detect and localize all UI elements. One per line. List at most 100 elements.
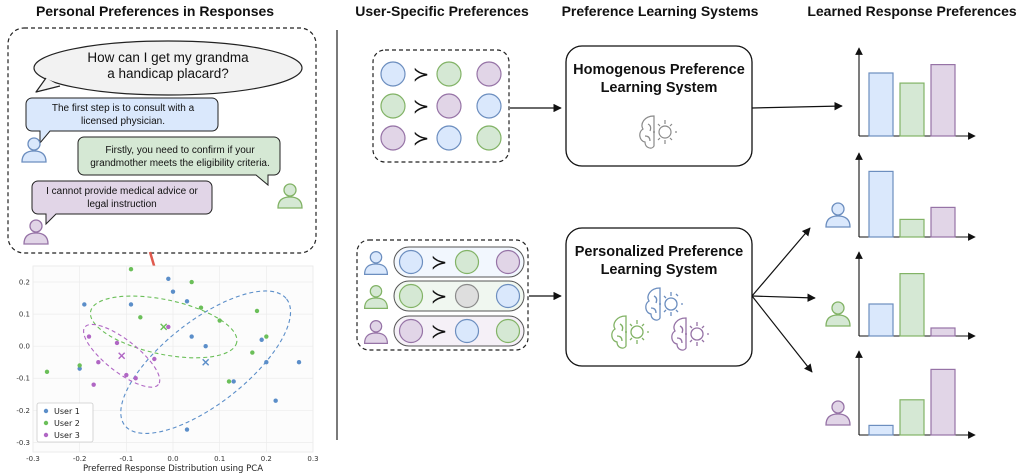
scatter-point-user-1 [184,427,190,432]
bar-blue [868,424,894,436]
learned-chart-shared [855,47,976,140]
y-tick-label: -0.2 [16,407,30,415]
question-bubble: How can I get my grandma a handicap plac… [33,40,303,96]
scatter-point-user-3 [86,334,92,339]
scatter-point-user-2 [250,350,255,355]
legend-label-user-2: User 2 [54,419,80,428]
response-circle-green [495,318,521,344]
learned-response-charts [825,47,976,439]
user-3-icon [825,400,851,426]
scatter-point-user-3 [96,360,101,365]
scatter-point-user-2 [189,279,194,285]
heading-preference-learning-systems: Preference Learning Systems [562,3,759,19]
response-2-line-1: Firstly, you need to confirm if your [105,145,255,156]
x-tick-label: 0.2 [261,455,272,463]
preferred-over-symbol: ≻ [431,250,448,274]
heading-learned-response-preferences: Learned Response Preferences [807,3,1017,19]
homogenous-title-line-2: Learning System [601,80,718,96]
scatter-point-user-1 [184,299,190,304]
scatter-point-user-2 [138,315,143,320]
centroid-marker-user-2 [160,323,168,331]
learned-chart-user-3 [825,350,976,439]
response-circle-blue [495,283,521,309]
scatter-point-user-1 [273,398,278,403]
response-circle-purple [436,93,462,119]
x-tick-label: -0.1 [119,455,133,463]
gear-brain-purple-icon [671,317,709,351]
question-line-1: How can I get my grandma [87,50,249,65]
plot-legend: User 1 User 2 User 3 [36,402,94,443]
scatter-point-user-3 [114,340,120,346]
confidence-ellipse-user-3 [83,323,161,388]
scatter-point-user-1 [203,343,208,349]
user-1-icon [21,137,47,163]
user-2-icon [363,284,389,310]
personal-preferences-frame [356,239,529,351]
bar-green [899,82,925,137]
scatter-point-user-3 [91,382,96,387]
scatter-point-user-2 [217,318,222,323]
scatter-point-user-3 [124,372,129,378]
arrow-to-shared-chart [751,101,843,111]
bar-purple [930,327,956,337]
x-tick-label: -0.2 [73,455,87,463]
response-bubble-user-1: The first step is to consult with a lice… [25,97,219,145]
x-axis-label: Preferred Response Distribution using PC… [83,464,263,474]
response-3-line-1: I cannot provide medical advice or [46,186,198,197]
scatter-point-user-1 [77,366,82,371]
x-tick-label: 0.3 [307,455,318,463]
response-circle-green [380,93,406,119]
scatter-point-user-1 [128,302,134,307]
scatter-point-user-2 [128,267,134,272]
response-circle-blue [476,93,502,119]
scatter-point-user-2 [77,363,82,368]
arrow-to-user-1-chart [751,227,811,297]
response-circle-purple [476,61,502,87]
y-tick-label: -0.3 [16,439,30,447]
user-2-icon [277,183,303,209]
scatter-point-user-3 [133,376,138,381]
user-2-icon [825,301,851,327]
user-1-icon [825,202,851,228]
preferred-over-symbol: ≻ [431,319,448,343]
bar-green [899,399,925,436]
scatter-point-user-3 [166,324,171,330]
response-circle-blue [380,61,406,87]
scatter-point-user-1 [166,276,171,282]
centroid-marker-user-3 [118,352,126,360]
scatter-point-user-1 [296,360,302,365]
response-1-line-1: The first step is to consult with a [52,103,195,114]
bar-blue [868,303,894,337]
learned-chart-user-1 [825,152,976,241]
bar-blue [868,72,894,137]
confidence-ellipse-user-2 [89,295,238,359]
x-tick-label: 0.1 [214,455,225,463]
bar-blue [868,170,894,238]
preferred-over-symbol: ≻ [413,94,430,118]
response-circle-green [454,249,480,275]
user-3-icon [363,319,389,345]
legend-marker-user-1 [43,408,49,414]
y-tick-label: 0.1 [19,311,30,319]
y-tick-label: 0.0 [19,343,30,351]
response-2-line-2: grandmother meets the eligibility criter… [90,158,270,169]
bar-purple [930,63,956,137]
user-3-icon [23,219,49,245]
scatter-point-user-2 [198,305,204,310]
response-circle-blue [436,125,462,151]
response-circle-green [398,283,424,309]
legend-label-user-1: User 1 [54,407,80,416]
user-1-icon [363,250,389,276]
question-line-2: a handicap placard? [107,66,229,81]
scatter-point-user-1 [82,302,87,307]
legend-label-user-3: User 3 [54,431,80,440]
x-tick-label: -0.3 [26,455,40,463]
x-tick-label: 0.0 [167,455,178,463]
legend-marker-user-3 [43,432,49,438]
personalized-system-box: Personalized Preference Learning System [565,227,753,367]
scatter-point-user-1 [264,360,269,365]
personalized-title-line-2: Learning System [601,262,718,278]
gear-brain-icon [639,115,677,149]
preferred-over-symbol: ≻ [413,126,430,150]
